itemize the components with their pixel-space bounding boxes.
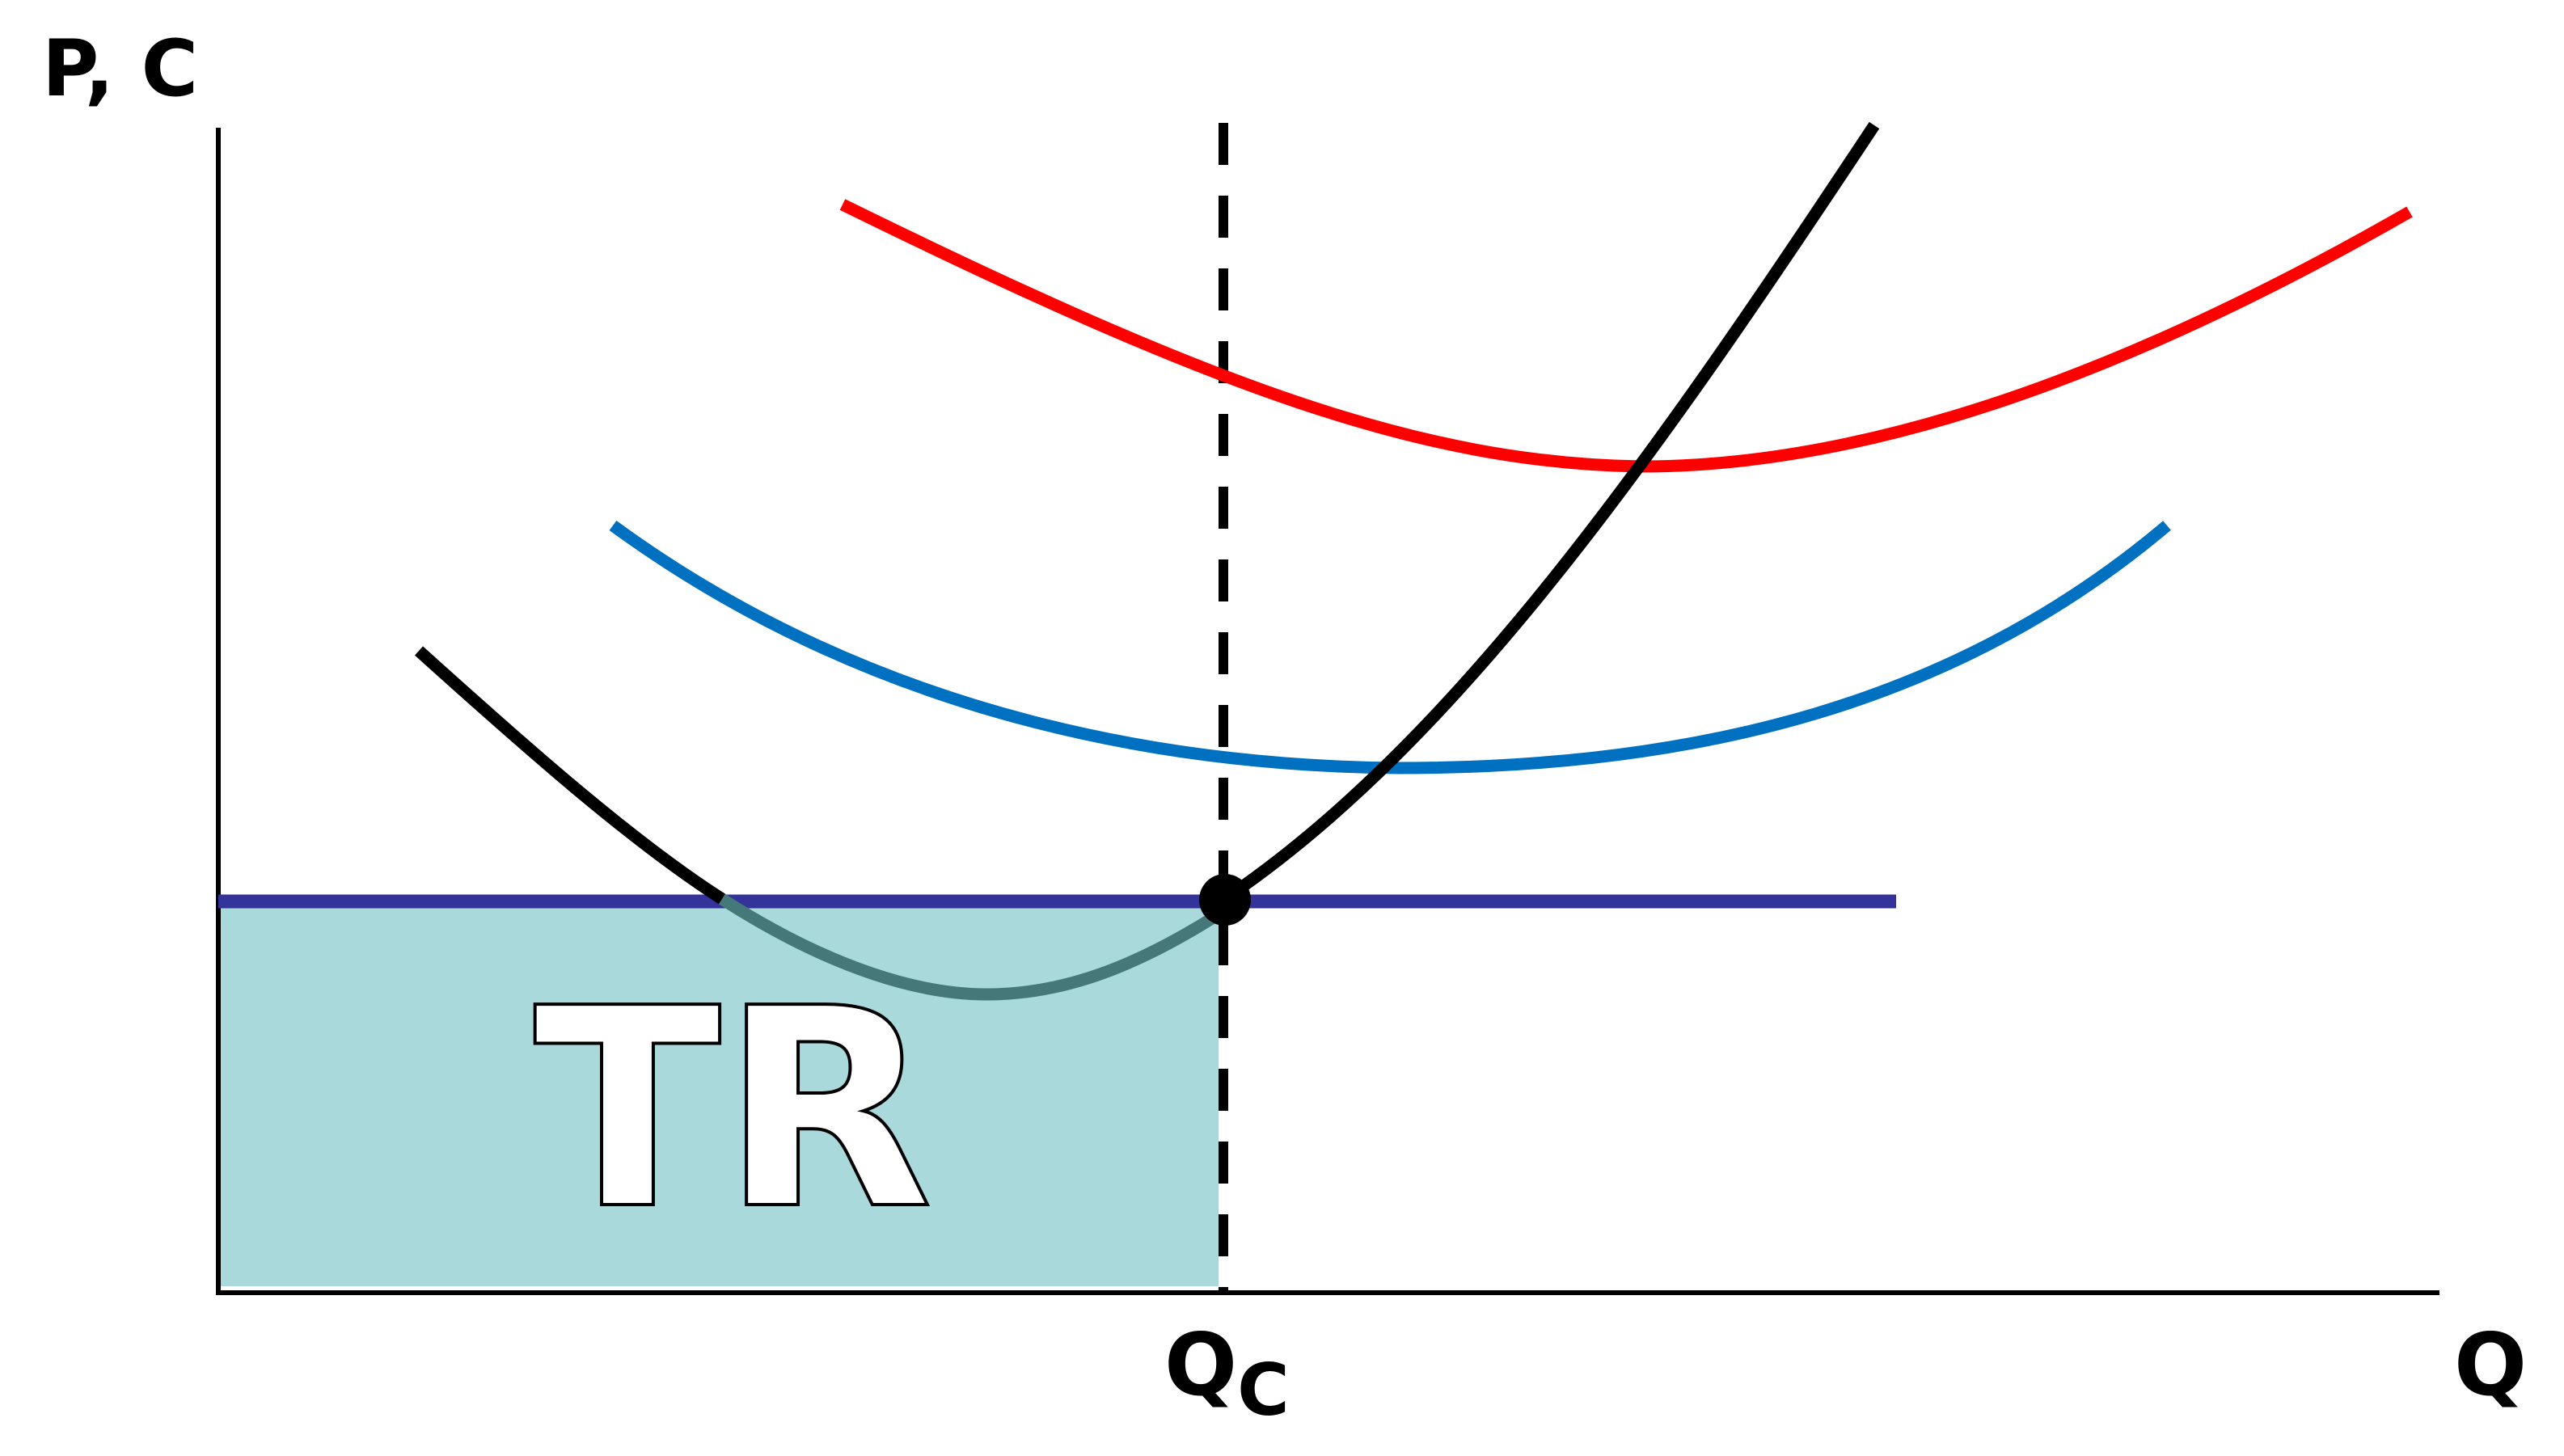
- qc-label: QC: [1164, 1315, 1290, 1432]
- total-revenue-area: [218, 900, 1221, 1292]
- x-axis-label: Q: [2454, 1315, 2527, 1415]
- equilibrium-point: [1199, 874, 1251, 926]
- mc-curve-falling: [414, 646, 726, 905]
- qc-label-main: Q: [1164, 1315, 1237, 1415]
- tr-label: TR: [534, 950, 933, 1270]
- qc-label-subscript: C: [1237, 1348, 1290, 1432]
- y-axis-label: P, C: [42, 23, 198, 114]
- mc-curve-rising: [1219, 121, 1880, 905]
- mc-curve-trough: [718, 893, 1227, 1001]
- atc-curve: [839, 199, 2413, 473]
- avc-curve: [609, 520, 2171, 774]
